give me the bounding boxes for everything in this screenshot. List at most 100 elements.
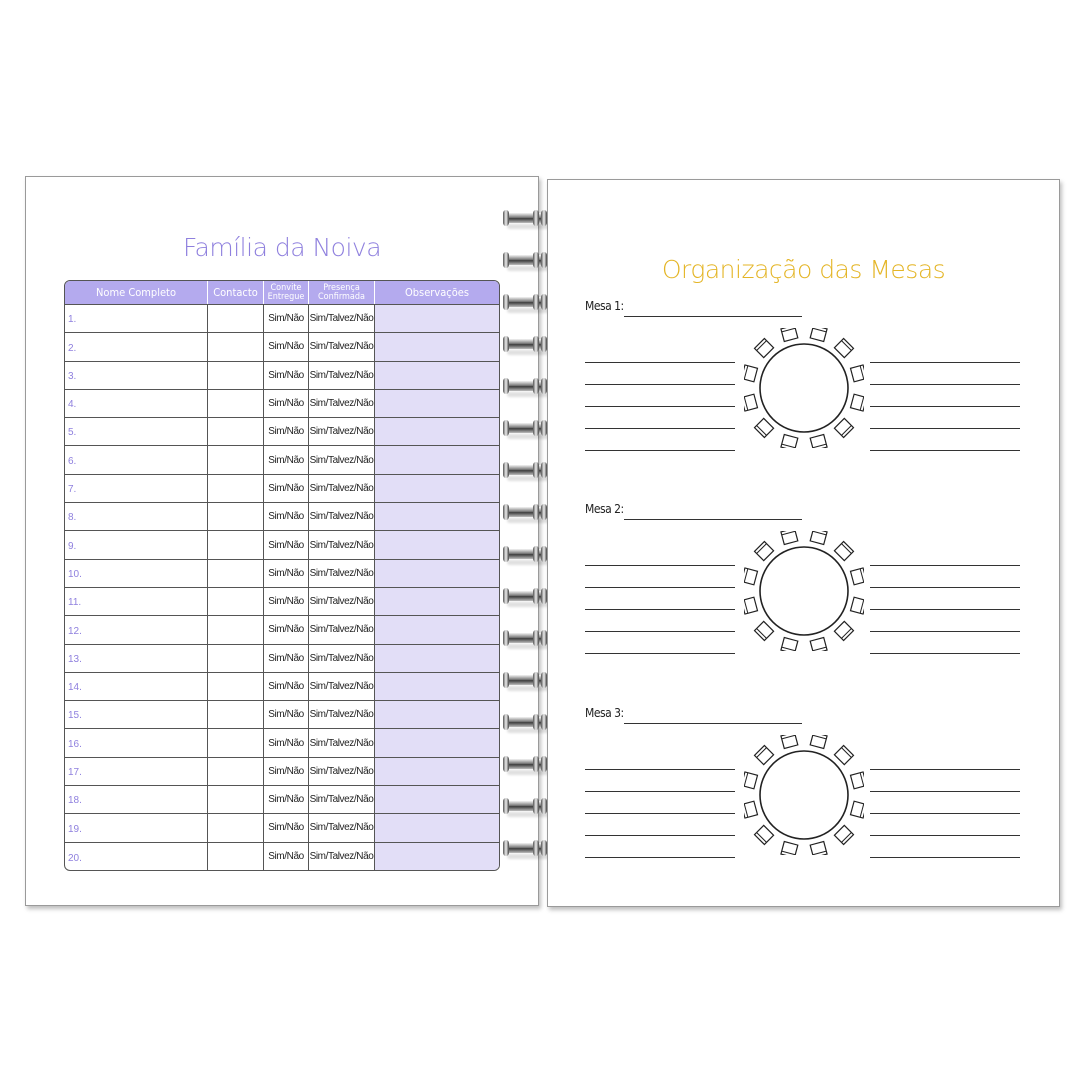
contact-cell[interactable] bbox=[208, 418, 264, 446]
invite-cell[interactable]: Sim/Não bbox=[264, 531, 309, 559]
notes-cell[interactable] bbox=[375, 305, 499, 333]
invite-cell[interactable]: Sim/Não bbox=[264, 729, 309, 757]
invite-cell[interactable]: Sim/Não bbox=[264, 644, 309, 672]
presence-cell[interactable]: Sim/Talvez/Não bbox=[309, 616, 375, 644]
notes-cell[interactable] bbox=[375, 814, 499, 842]
guest-name-line[interactable] bbox=[585, 587, 735, 588]
guest-name-line[interactable] bbox=[870, 835, 1020, 836]
guest-name-line[interactable] bbox=[870, 857, 1020, 858]
notes-cell[interactable] bbox=[375, 587, 499, 616]
contact-cell[interactable] bbox=[208, 474, 264, 503]
guest-name-line[interactable] bbox=[585, 835, 735, 836]
invite-cell[interactable]: Sim/Não bbox=[264, 842, 309, 870]
guest-name-line[interactable] bbox=[585, 362, 735, 363]
contact-cell[interactable] bbox=[208, 333, 264, 361]
mesa-name-field[interactable] bbox=[624, 723, 802, 724]
notes-cell[interactable] bbox=[375, 361, 499, 389]
invite-cell[interactable]: Sim/Não bbox=[264, 786, 309, 814]
notes-cell[interactable] bbox=[375, 559, 499, 587]
guest-name-line[interactable] bbox=[585, 609, 735, 610]
guest-name-line[interactable] bbox=[870, 791, 1020, 792]
notes-cell[interactable] bbox=[375, 446, 499, 474]
presence-cell[interactable]: Sim/Talvez/Não bbox=[309, 672, 375, 701]
notes-cell[interactable] bbox=[375, 616, 499, 644]
guest-name-line[interactable] bbox=[585, 631, 735, 632]
invite-cell[interactable]: Sim/Não bbox=[264, 474, 309, 503]
contact-cell[interactable] bbox=[208, 672, 264, 701]
invite-cell[interactable]: Sim/Não bbox=[264, 672, 309, 701]
presence-cell[interactable]: Sim/Talvez/Não bbox=[309, 814, 375, 842]
notes-cell[interactable] bbox=[375, 531, 499, 559]
contact-cell[interactable] bbox=[208, 644, 264, 672]
contact-cell[interactable] bbox=[208, 531, 264, 559]
notes-cell[interactable] bbox=[375, 418, 499, 446]
presence-cell[interactable]: Sim/Talvez/Não bbox=[309, 644, 375, 672]
notes-cell[interactable] bbox=[375, 333, 499, 361]
contact-cell[interactable] bbox=[208, 814, 264, 842]
guest-name-line[interactable] bbox=[585, 406, 735, 407]
invite-cell[interactable]: Sim/Não bbox=[264, 333, 309, 361]
guest-name-line[interactable] bbox=[585, 857, 735, 858]
contact-cell[interactable] bbox=[208, 701, 264, 729]
contact-cell[interactable] bbox=[208, 361, 264, 389]
guest-name-line[interactable] bbox=[870, 813, 1020, 814]
guest-name-line[interactable] bbox=[585, 450, 735, 451]
presence-cell[interactable]: Sim/Talvez/Não bbox=[309, 559, 375, 587]
guest-name-line[interactable] bbox=[870, 769, 1020, 770]
presence-cell[interactable]: Sim/Talvez/Não bbox=[309, 361, 375, 389]
guest-name-line[interactable] bbox=[585, 769, 735, 770]
invite-cell[interactable]: Sim/Não bbox=[264, 587, 309, 616]
guest-name-line[interactable] bbox=[870, 428, 1020, 429]
invite-cell[interactable]: Sim/Não bbox=[264, 559, 309, 587]
contact-cell[interactable] bbox=[208, 559, 264, 587]
invite-cell[interactable]: Sim/Não bbox=[264, 503, 309, 531]
presence-cell[interactable]: Sim/Talvez/Não bbox=[309, 531, 375, 559]
contact-cell[interactable] bbox=[208, 786, 264, 814]
notes-cell[interactable] bbox=[375, 701, 499, 729]
presence-cell[interactable]: Sim/Talvez/Não bbox=[309, 701, 375, 729]
contact-cell[interactable] bbox=[208, 389, 264, 418]
presence-cell[interactable]: Sim/Talvez/Não bbox=[309, 474, 375, 503]
notes-cell[interactable] bbox=[375, 842, 499, 870]
invite-cell[interactable]: Sim/Não bbox=[264, 446, 309, 474]
guest-name-line[interactable] bbox=[870, 587, 1020, 588]
guest-name-line[interactable] bbox=[585, 384, 735, 385]
notes-cell[interactable] bbox=[375, 644, 499, 672]
guest-name-line[interactable] bbox=[585, 813, 735, 814]
guest-name-line[interactable] bbox=[870, 406, 1020, 407]
presence-cell[interactable]: Sim/Talvez/Não bbox=[309, 786, 375, 814]
mesa-name-field[interactable] bbox=[624, 519, 802, 520]
guest-name-line[interactable] bbox=[585, 791, 735, 792]
contact-cell[interactable] bbox=[208, 305, 264, 333]
guest-name-line[interactable] bbox=[870, 565, 1020, 566]
presence-cell[interactable]: Sim/Talvez/Não bbox=[309, 389, 375, 418]
notes-cell[interactable] bbox=[375, 474, 499, 503]
presence-cell[interactable]: Sim/Talvez/Não bbox=[309, 503, 375, 531]
invite-cell[interactable]: Sim/Não bbox=[264, 701, 309, 729]
presence-cell[interactable]: Sim/Talvez/Não bbox=[309, 305, 375, 333]
contact-cell[interactable] bbox=[208, 616, 264, 644]
guest-name-line[interactable] bbox=[870, 362, 1020, 363]
guest-name-line[interactable] bbox=[585, 653, 735, 654]
invite-cell[interactable]: Sim/Não bbox=[264, 814, 309, 842]
notes-cell[interactable] bbox=[375, 503, 499, 531]
notes-cell[interactable] bbox=[375, 672, 499, 701]
invite-cell[interactable]: Sim/Não bbox=[264, 757, 309, 786]
guest-name-line[interactable] bbox=[870, 384, 1020, 385]
notes-cell[interactable] bbox=[375, 757, 499, 786]
invite-cell[interactable]: Sim/Não bbox=[264, 418, 309, 446]
notes-cell[interactable] bbox=[375, 389, 499, 418]
contact-cell[interactable] bbox=[208, 757, 264, 786]
contact-cell[interactable] bbox=[208, 842, 264, 870]
presence-cell[interactable]: Sim/Talvez/Não bbox=[309, 842, 375, 870]
contact-cell[interactable] bbox=[208, 729, 264, 757]
presence-cell[interactable]: Sim/Talvez/Não bbox=[309, 418, 375, 446]
invite-cell[interactable]: Sim/Não bbox=[264, 616, 309, 644]
presence-cell[interactable]: Sim/Talvez/Não bbox=[309, 729, 375, 757]
presence-cell[interactable]: Sim/Talvez/Não bbox=[309, 587, 375, 616]
guest-name-line[interactable] bbox=[870, 450, 1020, 451]
guest-name-line[interactable] bbox=[870, 631, 1020, 632]
contact-cell[interactable] bbox=[208, 503, 264, 531]
presence-cell[interactable]: Sim/Talvez/Não bbox=[309, 446, 375, 474]
notes-cell[interactable] bbox=[375, 729, 499, 757]
